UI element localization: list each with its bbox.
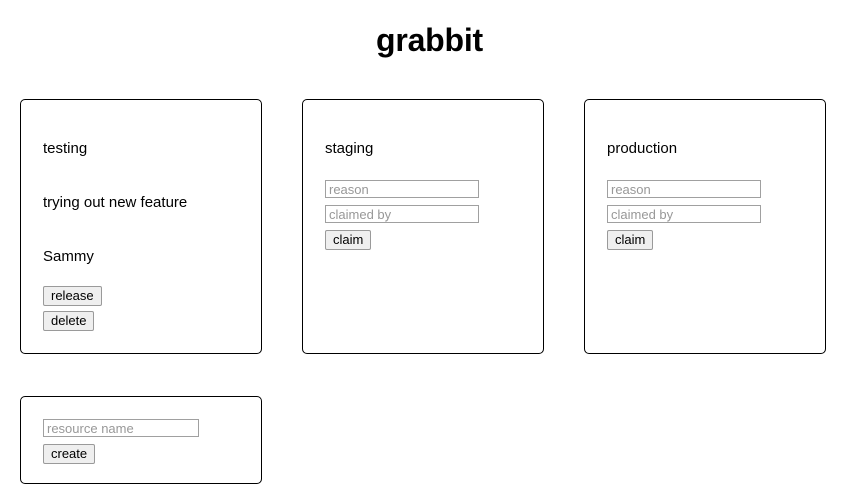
resource-card-production: production claim (584, 99, 826, 354)
resource-name-label: testing (43, 140, 88, 157)
reason-input[interactable] (607, 180, 761, 198)
resource-card-staging: staging claim (302, 99, 544, 354)
claimed-by-input[interactable] (325, 205, 479, 223)
resource-name-label: staging (325, 140, 374, 157)
claim-button[interactable]: claim (607, 230, 654, 250)
resource-card-testing: testing trying out new feature Sammy rel… (20, 99, 262, 354)
create-button[interactable]: create (43, 444, 96, 464)
page-title: grabbit (375, 22, 484, 58)
claimed-by-input[interactable] (607, 205, 761, 223)
resource-reason-label: trying out new feature (43, 194, 188, 211)
create-resource-card: create (20, 396, 262, 484)
claim-button[interactable]: claim (325, 230, 372, 250)
resource-claimed-by-label: Sammy (43, 248, 94, 265)
resource-name-label: production (607, 140, 678, 157)
delete-button[interactable]: delete (43, 311, 95, 331)
reason-input[interactable] (325, 180, 479, 198)
release-button[interactable]: release (43, 286, 102, 306)
resource-name-input[interactable] (43, 419, 199, 437)
